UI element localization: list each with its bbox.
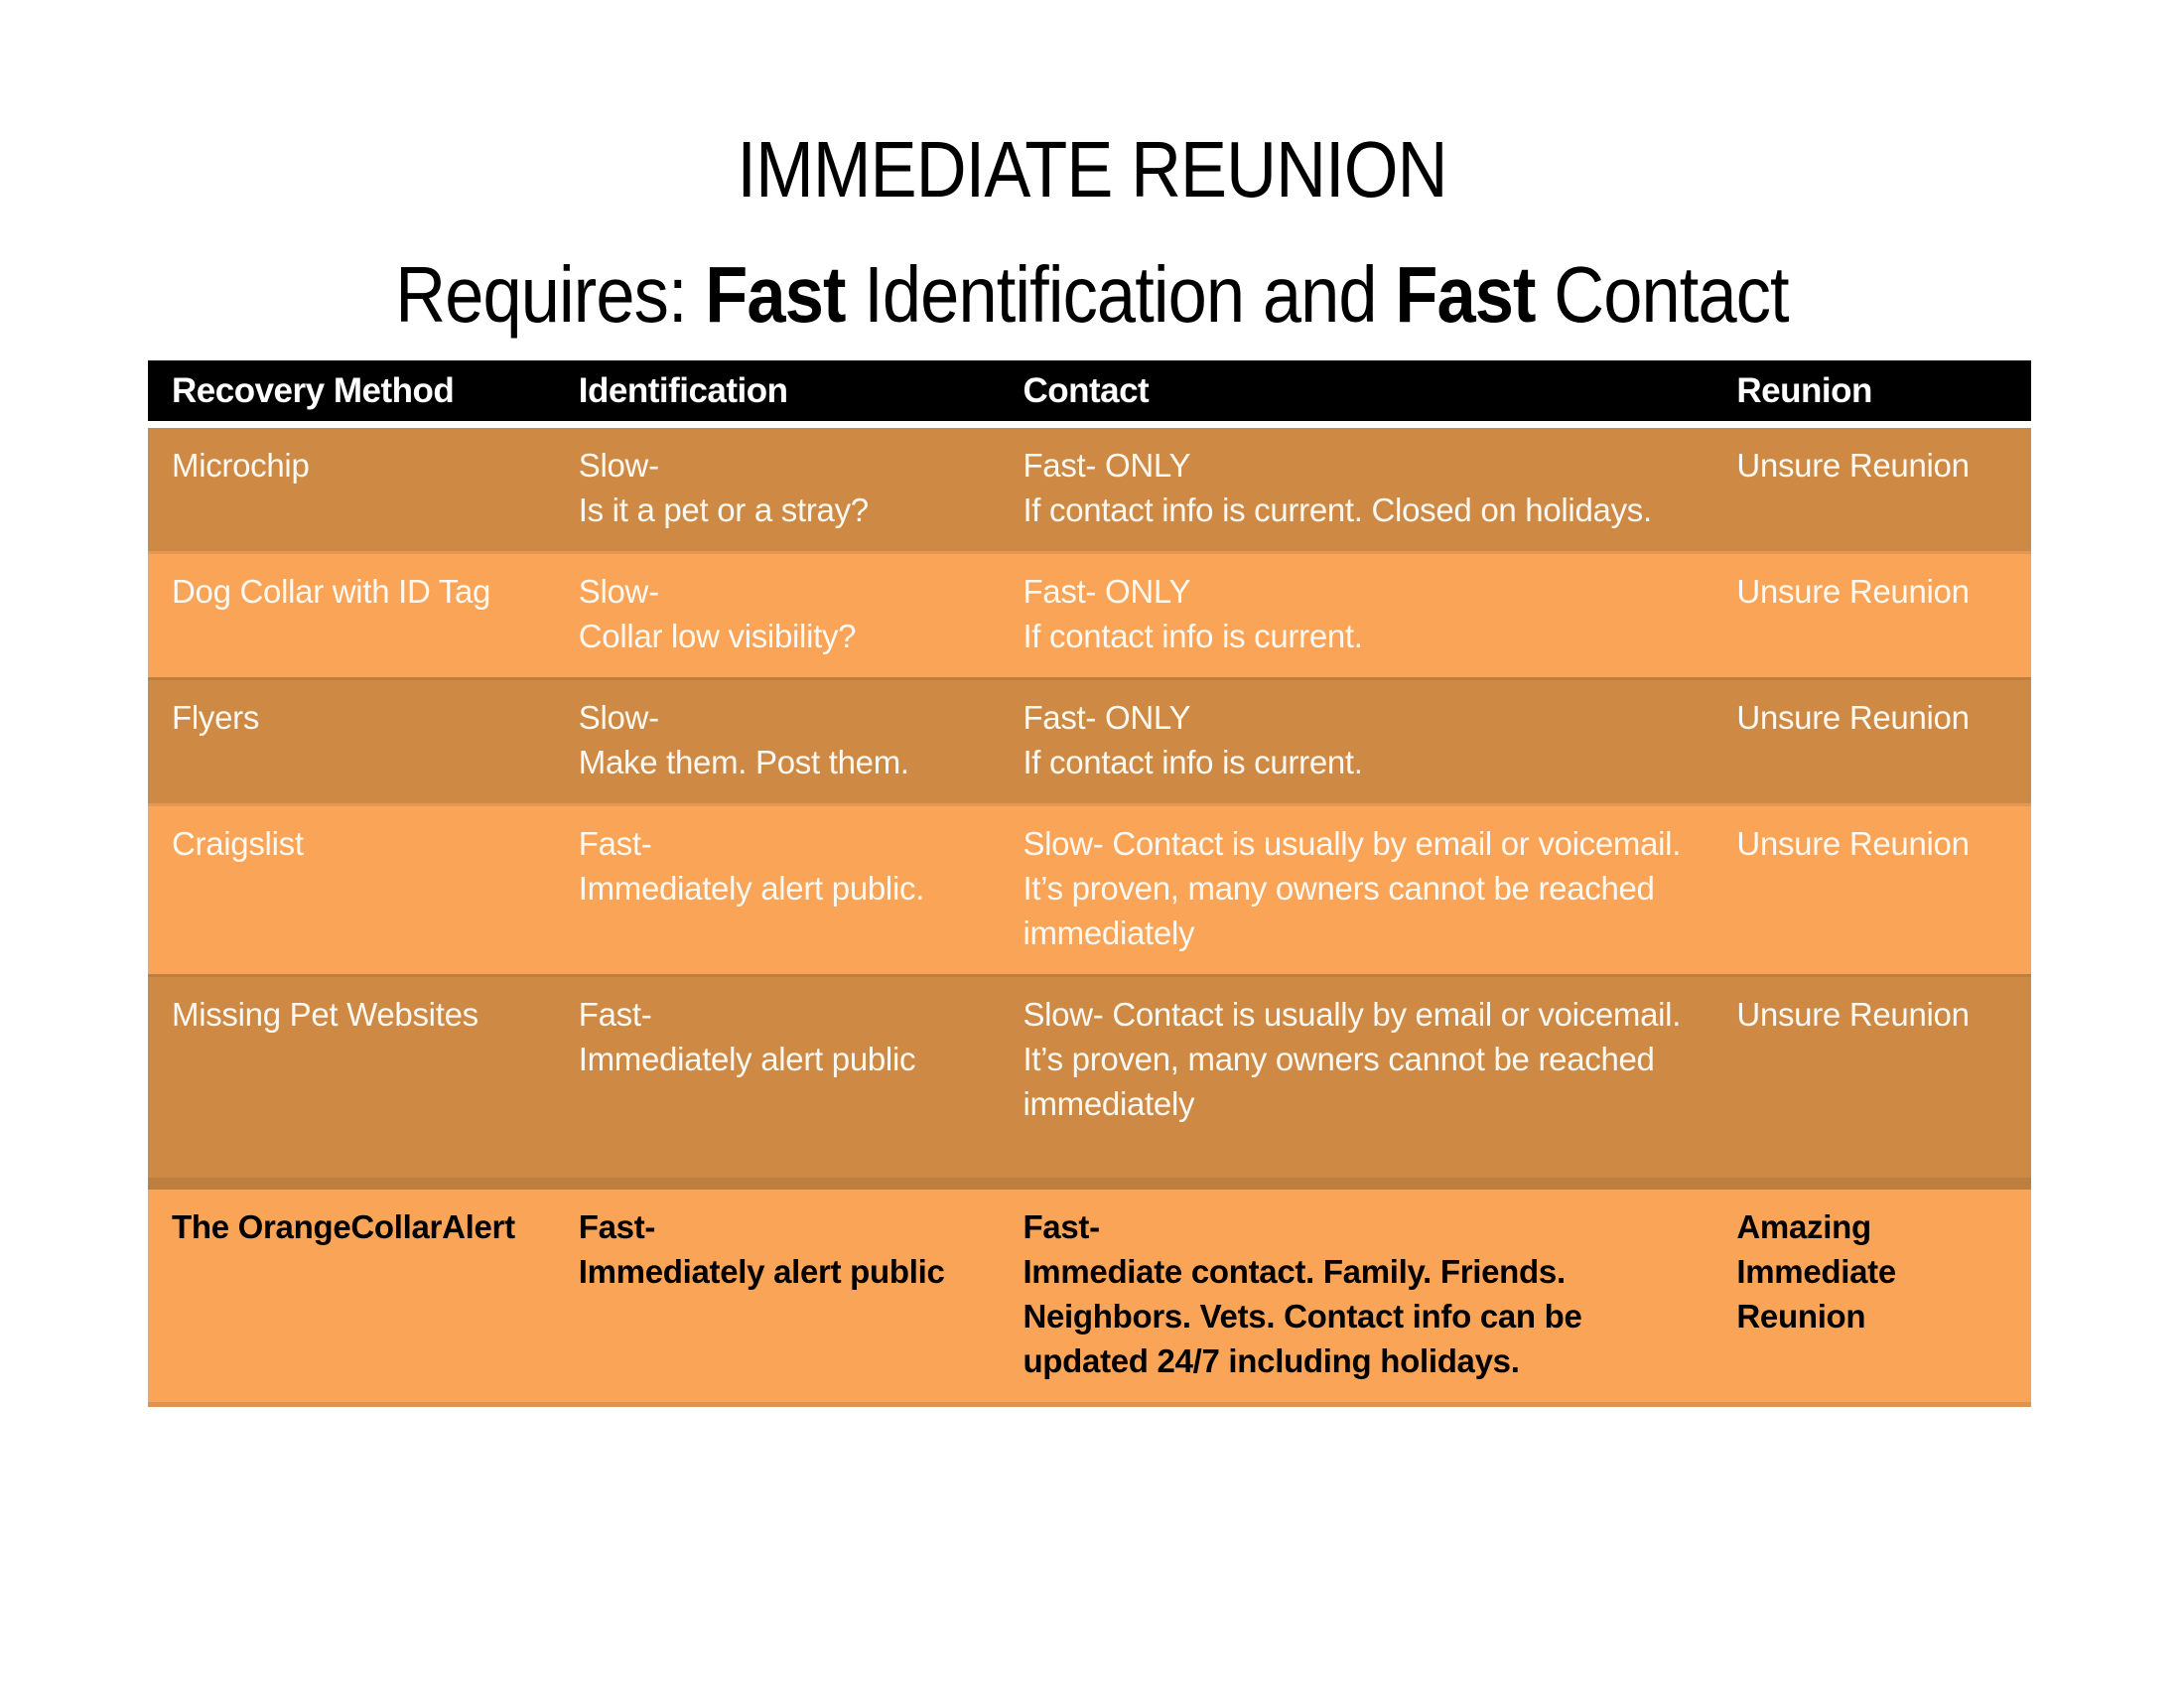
cell-identification: Slow- Is it a pet or a stray? (578, 447, 869, 528)
cell-contact: Fast- ONLY If contact info is current. (1023, 699, 1363, 780)
cell-recovery-method: Flyers (172, 699, 260, 736)
column-header-reunion: Reunion (1736, 370, 1872, 410)
cell-recovery-method: Craigslist (172, 825, 304, 862)
cell-reunion: Unsure Reunion (1736, 699, 1970, 736)
cell-identification: Slow- Collar low visibility? (578, 573, 857, 654)
page-title: IMMEDIATE REUNION Requires: Fast Identif… (0, 0, 2184, 357)
table-row: Craigslist Fast- Immediately alert public… (148, 803, 2031, 974)
title-line-2: Requires: Fast Identification and Fast C… (131, 232, 2053, 357)
column-header-recovery-method: Recovery Method (172, 370, 455, 410)
cell-identification: Fast- Immediately alert public (578, 996, 916, 1077)
table-row: Microchip Slow- Is it a pet or a stray? Fa… (148, 428, 2031, 551)
cell-contact: Fast- Immediate contact. Family. Friends… (1023, 1208, 1582, 1379)
cell-identification: Fast- Immediately alert public. (578, 825, 925, 907)
cell-identification: Slow- Make them. Post them. (578, 699, 909, 780)
cell-recovery-method: Dog Collar with ID Tag (172, 573, 491, 610)
cell-recovery-method: The OrangeCollarAlert (172, 1208, 515, 1245)
cell-reunion: Unsure Reunion (1736, 996, 1970, 1033)
column-header-contact: Contact (1023, 370, 1150, 410)
cell-contact: Slow- Contact is usually by email or voi… (1023, 996, 1682, 1122)
cell-identification: Fast- Immediately alert public (578, 1208, 945, 1290)
table-row: Missing Pet Websites Fast- Immediately al… (148, 974, 2031, 1178)
table-row: Dog Collar with ID Tag Slow- Collar low v… (148, 551, 2031, 677)
cell-contact: Fast- ONLY If contact info is current. C… (1023, 447, 1652, 528)
title-line2-prefix: Requires: (395, 250, 706, 339)
cell-reunion: Unsure Reunion (1736, 447, 1970, 484)
table-header-row: Recovery Method Identification Contact R… (148, 360, 2031, 428)
table-row: The OrangeCollarAlert Fast- Immediately a… (148, 1178, 2031, 1407)
cell-recovery-method: Microchip (172, 447, 310, 484)
cell-reunion: Amazing Immediate Reunion (1736, 1208, 1896, 1335)
table-body: Microchip Slow- Is it a pet or a stray? Fa… (148, 428, 2031, 1407)
title-line2-fast-2: Fast (1395, 250, 1536, 339)
cell-reunion: Unsure Reunion (1736, 825, 1970, 862)
recovery-methods-table: Recovery Method Identification Contact R… (148, 360, 2031, 1407)
title-line2-mid: Identification and (845, 250, 1396, 339)
cell-reunion: Unsure Reunion (1736, 573, 1970, 610)
title-line2-suffix: Contact (1535, 250, 1789, 339)
cell-contact: Slow- Contact is usually by email or voi… (1023, 825, 1682, 951)
title-line2-fast-1: Fast (705, 250, 846, 339)
cell-contact: Fast- ONLY If contact info is current. (1023, 573, 1363, 654)
cell-recovery-method: Missing Pet Websites (172, 996, 478, 1033)
column-header-identification: Identification (578, 370, 788, 410)
title-line-1: IMMEDIATE REUNION (737, 125, 1447, 213)
table-row: Flyers Slow- Make them. Post them. Fast- O… (148, 677, 2031, 803)
